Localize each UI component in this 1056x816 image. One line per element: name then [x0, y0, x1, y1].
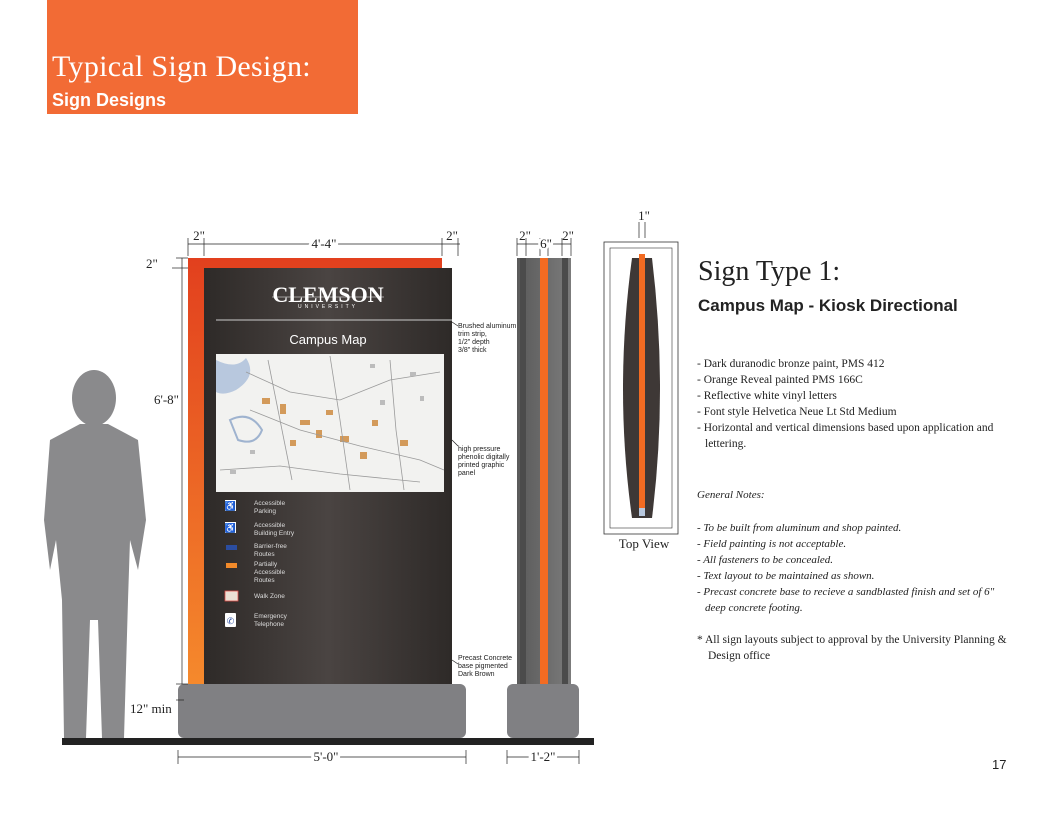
svg-text:1'-2": 1'-2": [531, 749, 556, 764]
note-item: - All fasteners to be concealed.: [697, 554, 834, 566]
svg-text:6'-8": 6'-8": [154, 392, 179, 407]
svg-text:Telephone: Telephone: [254, 621, 284, 628]
svg-text:phenolic digitally: phenolic digitally: [458, 454, 510, 461]
svg-text:Routes: Routes: [254, 577, 275, 584]
svg-text:2": 2": [519, 228, 531, 243]
note-item: - Precast concrete base to recieve a san…: [697, 586, 995, 614]
svg-text:12" min: 12" min: [130, 701, 172, 716]
svg-text:panel: panel: [458, 470, 476, 477]
svg-text:Building Entry: Building Entry: [254, 530, 295, 537]
barrier-free-route-icon: [226, 545, 237, 550]
svg-text:Accessible: Accessible: [254, 500, 285, 507]
svg-text:trim strip,: trim strip,: [458, 331, 487, 338]
svg-text:Routes: Routes: [254, 551, 275, 558]
spec-item: - Dark duranodic bronze paint, PMS 412: [697, 358, 885, 370]
spec-item: - Reflective white vinyl letters: [697, 390, 837, 402]
general-notes-title: General Notes:: [697, 489, 765, 501]
dimension-lines: [172, 222, 646, 764]
top-view-label: Top View: [619, 536, 670, 551]
clemson-logo: CLEMSON: [272, 282, 383, 307]
top-view: [603, 241, 679, 535]
svg-text:6": 6": [540, 236, 552, 251]
header-banner: Typical Sign Design: Sign Designs: [47, 0, 358, 114]
accessible-entry-icon: [225, 522, 236, 533]
spec-list: - Dark duranodic bronze paint, PMS 412 -…: [697, 356, 1017, 452]
walk-zone-icon: [224, 590, 239, 602]
note-item: - To be built from aluminum and shop pai…: [697, 522, 902, 534]
svg-text:Emergency: Emergency: [254, 613, 288, 620]
spec-item: - Font style Helvetica Neue Lt Std Mediu…: [697, 406, 897, 418]
svg-text:2": 2": [146, 256, 158, 271]
legend: ♿ ♿ ✆ Accessible Parking Accessible Buil…: [224, 500, 295, 628]
approval-note: * All sign layouts subject to approval b…: [697, 634, 1007, 662]
svg-text:♿: ♿: [225, 500, 236, 511]
svg-text:2": 2": [193, 228, 205, 243]
human-figure-icon: [44, 370, 146, 738]
notes-list: - To be built from aluminum and shop pai…: [697, 520, 1017, 616]
concrete-base: [178, 684, 466, 738]
campus-map-title: Campus Map: [289, 332, 366, 347]
svg-text:base pigmented: base pigmented: [458, 663, 508, 670]
sign-type-title: Sign Type 1:: [698, 256, 841, 287]
svg-text:Parking: Parking: [254, 508, 276, 515]
campus-map-image: [216, 354, 445, 492]
svg-text:Dark Brown: Dark Brown: [458, 671, 495, 678]
spec-item: - Orange Reveal painted PMS 166C: [697, 374, 863, 386]
svg-text:2": 2": [446, 228, 458, 243]
svg-text:1": 1": [638, 208, 650, 223]
svg-text:✆: ✆: [227, 616, 235, 626]
svg-text:2": 2": [562, 228, 574, 243]
accessible-parking-icon: [225, 500, 236, 511]
svg-text:Brushed aluminum: Brushed aluminum: [458, 323, 517, 330]
svg-text:Precast Concrete: Precast Concrete: [458, 655, 512, 662]
svg-text:printed graphic: printed graphic: [458, 462, 505, 469]
side-view: [507, 258, 579, 738]
svg-text:high pressure: high pressure: [458, 446, 501, 453]
note-item: - Field painting is not acceptable.: [697, 538, 847, 550]
svg-text:Walk Zone: Walk Zone: [254, 593, 285, 600]
svg-text:♿: ♿: [225, 522, 236, 533]
svg-text:4'-4": 4'-4": [312, 236, 337, 251]
svg-text:3/8" thick: 3/8" thick: [458, 347, 487, 354]
page-number: 17: [992, 757, 1007, 772]
ground-line: [62, 738, 594, 745]
svg-text:Barrier-free: Barrier-free: [254, 543, 287, 550]
svg-text:Accessible: Accessible: [254, 569, 285, 576]
svg-text:Partially: Partially: [254, 561, 278, 568]
svg-text:5'-0": 5'-0": [314, 749, 339, 764]
svg-text:Accessible: Accessible: [254, 522, 285, 529]
page-title: Typical Sign Design:: [52, 50, 311, 83]
emergency-phone-icon: [225, 613, 236, 627]
svg-text:1/2" depth: 1/2" depth: [458, 339, 490, 346]
note-item: - Text layout to be maintained as shown.: [697, 570, 875, 582]
spec-item: - Horizontal and vertical dimensions bas…: [697, 422, 994, 450]
partial-route-icon: [226, 563, 237, 568]
university-wordmark: UNIVERSITY: [298, 304, 358, 310]
sign-type-subtitle: Campus Map - Kiosk Directional: [698, 296, 958, 315]
page-subtitle: Sign Designs: [52, 90, 167, 110]
